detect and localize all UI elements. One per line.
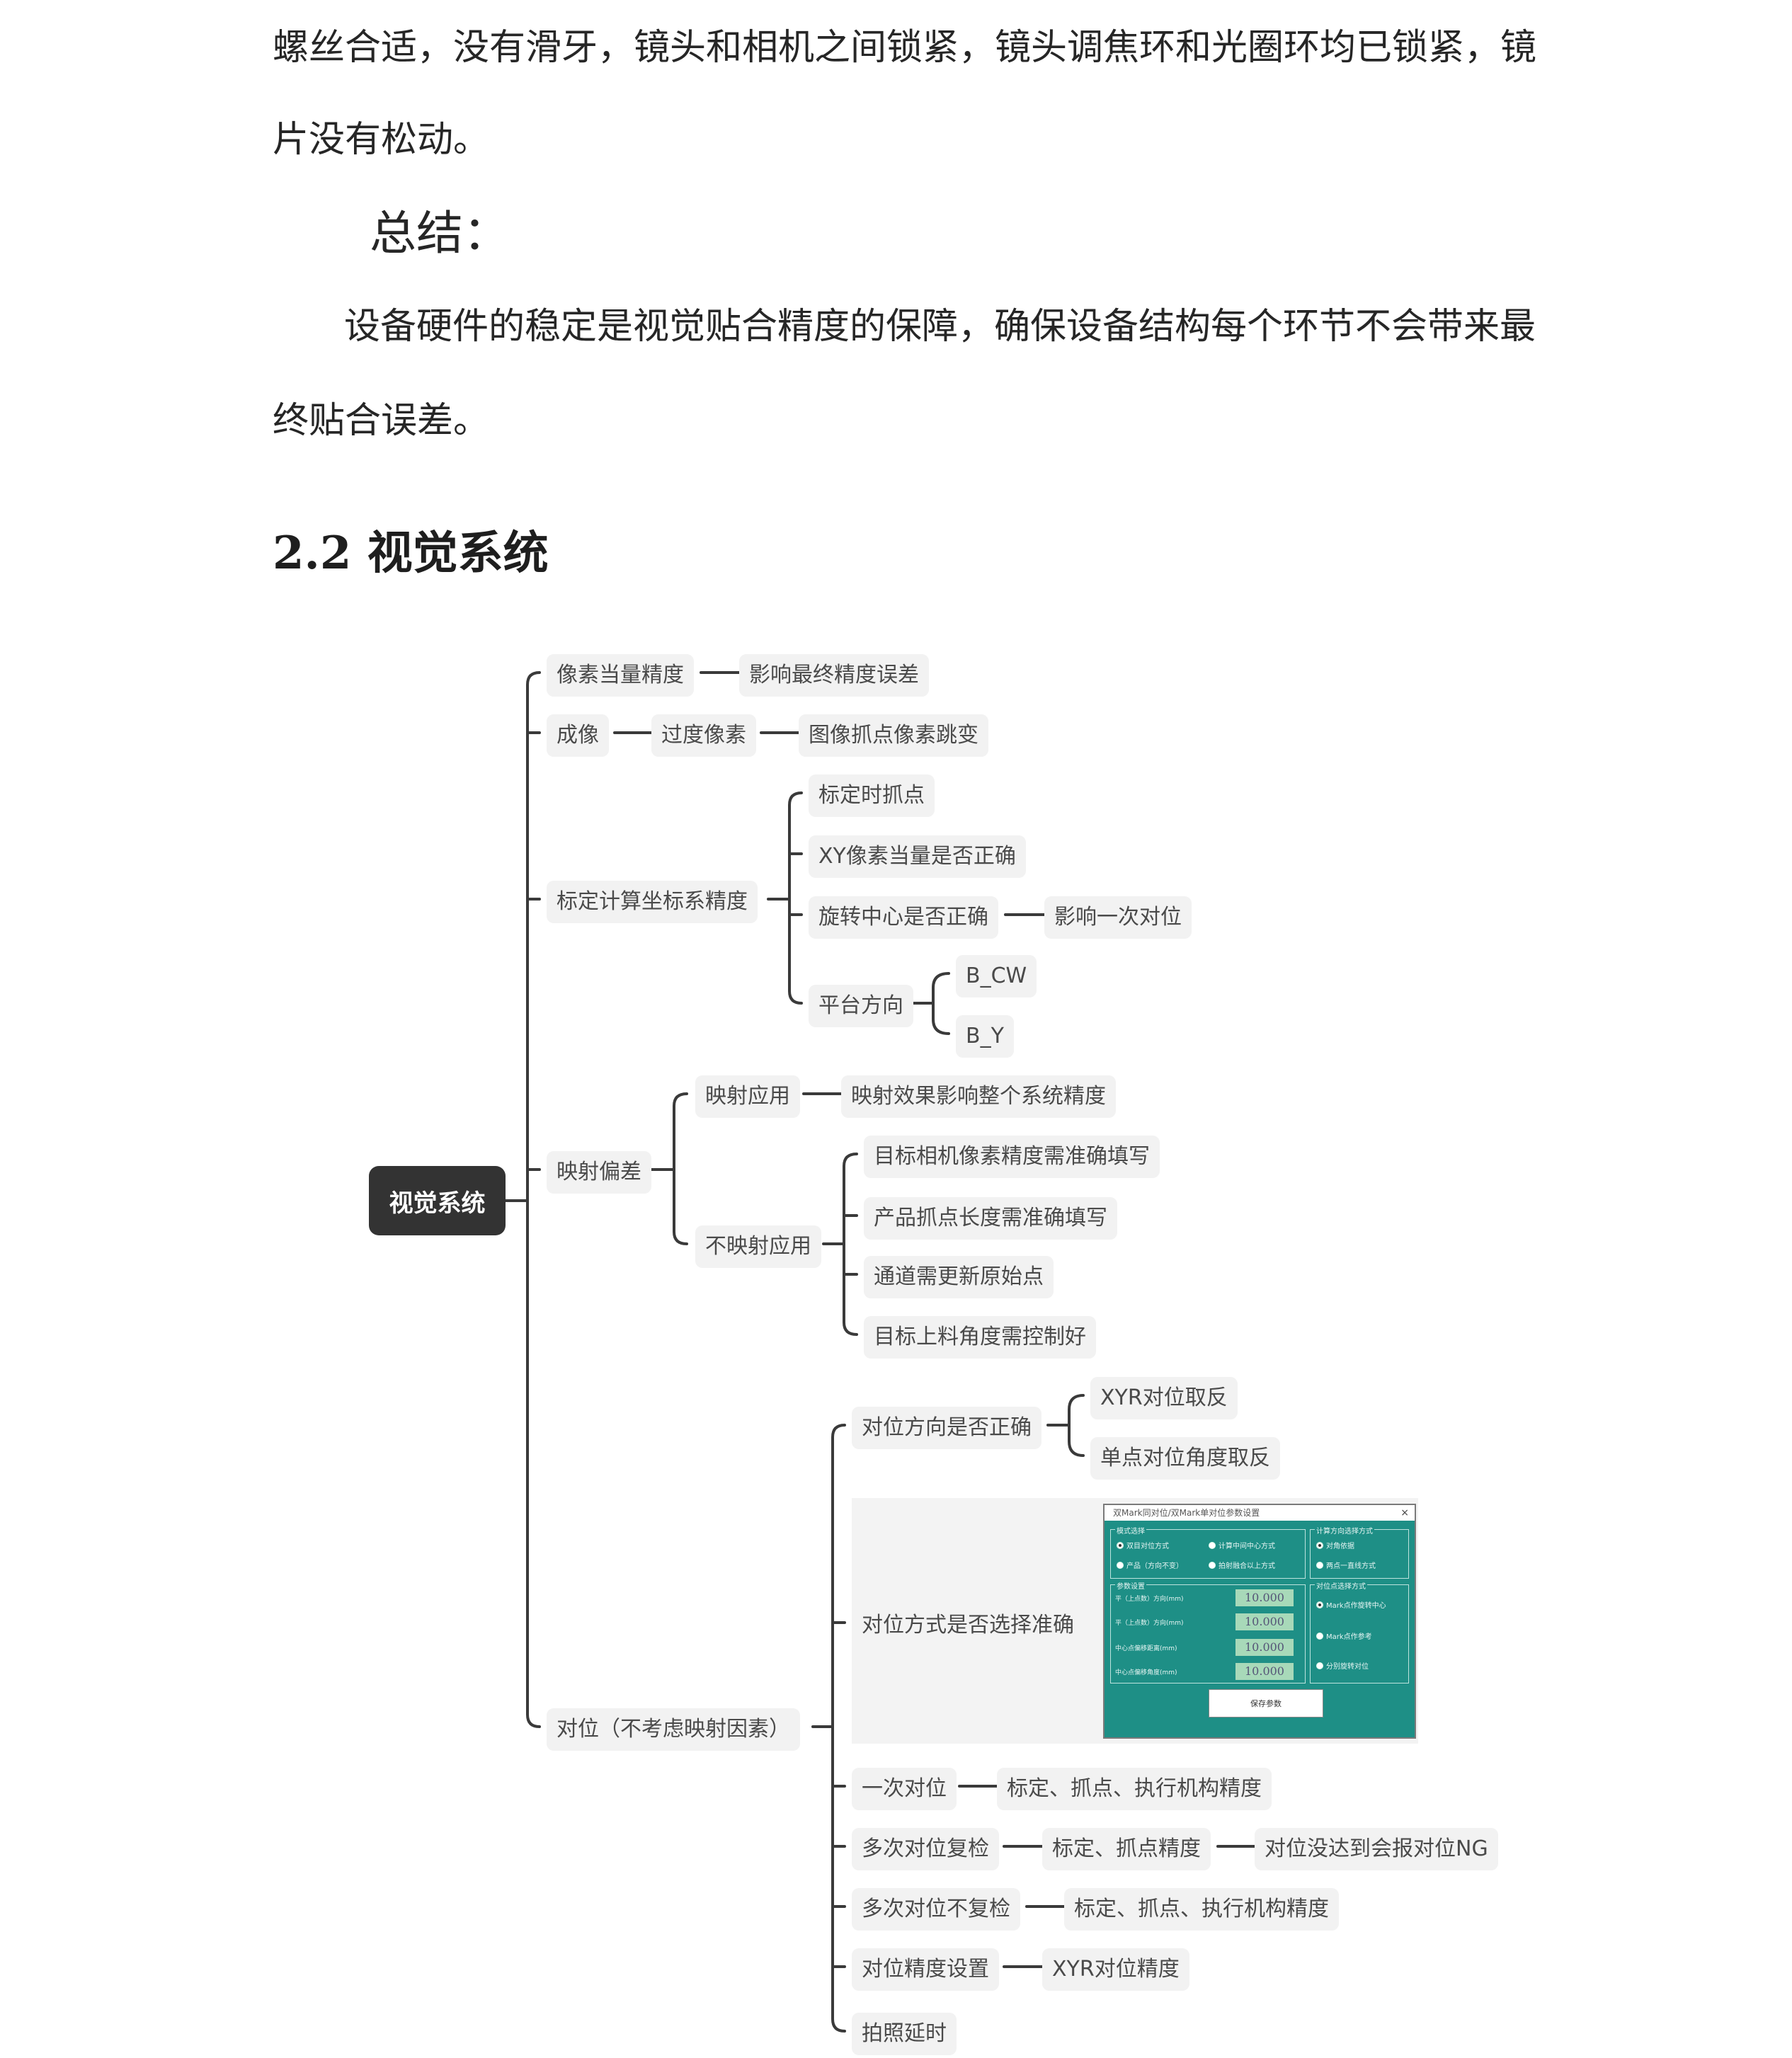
radio-icon [1209, 1541, 1216, 1549]
calc-radio[interactable]: 对角依据 [1316, 1540, 1354, 1550]
radio-icon [1316, 1561, 1323, 1569]
node-loading-angle: 目标上料角度需控制好 [864, 1316, 1096, 1359]
node-alignment-precision: 对位精度设置 [852, 1948, 999, 1991]
paragraph-line: 设备硬件的稳定是视觉贴合精度的保障，确保设备结构每个环节不会带来最 [344, 306, 1536, 348]
align-radio[interactable]: 分别旋转对位 [1316, 1660, 1369, 1671]
node-calibration-grab: 标定时抓点 [809, 774, 935, 817]
paragraph-line: 终贴合误差。 [273, 400, 490, 442]
param-input[interactable]: 10.000 [1235, 1663, 1294, 1680]
calc-radio[interactable]: 两点一直线方式 [1316, 1560, 1376, 1570]
group-label: 计算方向选择方式 [1315, 1525, 1374, 1536]
save-params-button[interactable]: 保存参数 [1209, 1689, 1323, 1717]
node-mapping-effect: 映射效果影响整个系统精度 [841, 1075, 1116, 1118]
param-label: 中心点偏移距离(mm) [1115, 1645, 1177, 1652]
radio-icon [1117, 1561, 1124, 1569]
node-transition-pixel: 过度像素 [651, 714, 756, 757]
node-alignment-direction: 对位方向是否正确 [852, 1407, 1041, 1449]
param-label: 平（上点数）方向(mm) [1115, 1596, 1184, 1603]
dialog-title: 双Mark同对位/双Mark单对位参数设置 [1105, 1505, 1415, 1521]
node-mapping-applied: 映射应用 [695, 1075, 800, 1118]
param-label: 平（上点数）方向(mm) [1115, 1620, 1184, 1627]
paragraph-line: 螺丝合适，没有滑牙，镜头和相机之间锁紧，镜头调焦环和光圈环均已锁紧，镜 [273, 27, 1537, 69]
radio-label: Mark点作旋转中心 [1326, 1602, 1386, 1610]
radio-icon [1316, 1541, 1323, 1549]
node-b-cw: B_CW [956, 955, 1037, 997]
node-calibration-accuracy: 标定计算坐标系精度 [547, 881, 758, 923]
node-pixel-jump: 图像抓点像素跳变 [799, 714, 988, 757]
radio-icon [1316, 1601, 1323, 1608]
param-label: 中心点偏移角度(mm) [1115, 1669, 1177, 1676]
paragraph-line: 片没有松动。 [273, 119, 490, 161]
radio-label: 两点一直线方式 [1326, 1562, 1376, 1570]
group-label: 参数设置 [1115, 1580, 1146, 1591]
node-camera-pixel: 目标相机像素精度需准确填写 [864, 1136, 1160, 1178]
node-alignment-mode: 对位方式是否选择准确 [862, 1613, 1074, 1637]
node-pixel-equivalent: 像素当量精度 [547, 654, 694, 697]
radio-icon [1316, 1662, 1323, 1669]
radio-label: Mark点作参考 [1326, 1633, 1372, 1641]
param-input[interactable]: 10.000 [1235, 1613, 1294, 1630]
node-alignment-ng: 对位没达到会报对位NG [1255, 1828, 1498, 1870]
param-input[interactable]: 10.000 [1235, 1639, 1294, 1656]
node-xyr-reverse: XYR对位取反 [1090, 1377, 1238, 1419]
node-rotation-center: 旋转中心是否正确 [809, 896, 998, 939]
param-input[interactable]: 10.000 [1235, 1589, 1294, 1606]
radio-icon [1209, 1561, 1216, 1569]
node-calib-grab-accuracy: 标定、抓点精度 [1042, 1828, 1211, 1870]
mode-radio[interactable]: 拍射融合以上方式 [1209, 1560, 1275, 1570]
mode-radio[interactable]: 双目对位方式 [1117, 1540, 1169, 1550]
mindmap-root-node: 视觉系统 [369, 1166, 506, 1235]
radio-label: 计算中间中心方式 [1219, 1543, 1275, 1550]
node-mapping-deviation: 映射偏差 [547, 1151, 651, 1194]
node-multi-align-no-recheck: 多次对位不复检 [852, 1888, 1020, 1931]
node-imaging: 成像 [547, 714, 609, 757]
node-platform-direction: 平台方向 [809, 985, 913, 1027]
mode-radio[interactable]: 计算中间中心方式 [1209, 1540, 1275, 1550]
align-group: 对位点选择方式 Mark点作旋转中心 Mark点作参考 分别旋转对位 [1310, 1580, 1409, 1683]
summary-heading: 总结： [370, 206, 510, 261]
radio-icon [1117, 1541, 1124, 1549]
node-calib-grab-exec-2: 标定、抓点、执行机构精度 [1064, 1888, 1339, 1931]
close-icon[interactable]: × [1400, 1507, 1409, 1519]
group-label: 对位点选择方式 [1315, 1580, 1367, 1591]
mode-group: 模式选择 双目对位方式 计算中间中心方式 产品（方向不变） 拍射融合以上方式 [1110, 1525, 1306, 1579]
node-xyr-precision: XYR对位精度 [1042, 1948, 1189, 1991]
section-title: 2.2 视觉系统 [273, 527, 549, 580]
node-photo-delay: 拍照延时 [852, 2013, 957, 2055]
param-group: 参数设置 平（上点数）方向(mm) 10.000 平（上点数）方向(mm) 10… [1110, 1580, 1306, 1683]
node-single-point-reverse: 单点对位角度取反 [1090, 1437, 1280, 1480]
parameter-dialog: 双Mark同对位/双Mark单对位参数设置 × 模式选择 双目对位方式 计算中间… [1103, 1504, 1416, 1739]
align-radio[interactable]: Mark点作参考 [1316, 1630, 1372, 1641]
radio-label: 产品（方向不变） [1126, 1562, 1183, 1570]
node-b-y: B_Y [956, 1015, 1014, 1058]
radio-label: 拍射融合以上方式 [1219, 1562, 1275, 1570]
radio-icon [1316, 1632, 1323, 1640]
node-multi-align-recheck: 多次对位复检 [852, 1828, 999, 1870]
node-final-accuracy-error: 影响最终精度误差 [739, 654, 929, 697]
align-radio[interactable]: Mark点作旋转中心 [1316, 1599, 1386, 1610]
node-calib-grab-exec: 标定、抓点、执行机构精度 [997, 1768, 1272, 1810]
radio-label: 对角依据 [1326, 1543, 1354, 1550]
radio-label: 分别旋转对位 [1326, 1663, 1369, 1671]
calc-group: 计算方向选择方式 对角依据 两点一直线方式 [1310, 1525, 1409, 1579]
node-channel-origin: 通道需更新原始点 [864, 1256, 1054, 1298]
node-first-alignment-2: 一次对位 [852, 1768, 957, 1810]
node-alignment: 对位（不考虑映射因素） [547, 1708, 800, 1751]
radio-label: 双目对位方式 [1126, 1543, 1169, 1550]
group-label: 模式选择 [1115, 1525, 1146, 1536]
node-grab-length: 产品抓点长度需准确填写 [864, 1197, 1117, 1240]
mode-radio[interactable]: 产品（方向不变） [1117, 1560, 1183, 1570]
node-mapping-not-applied: 不映射应用 [695, 1225, 821, 1268]
node-xy-pixel-correct: XY像素当量是否正确 [809, 835, 1026, 878]
node-first-alignment: 影响一次对位 [1044, 896, 1192, 939]
